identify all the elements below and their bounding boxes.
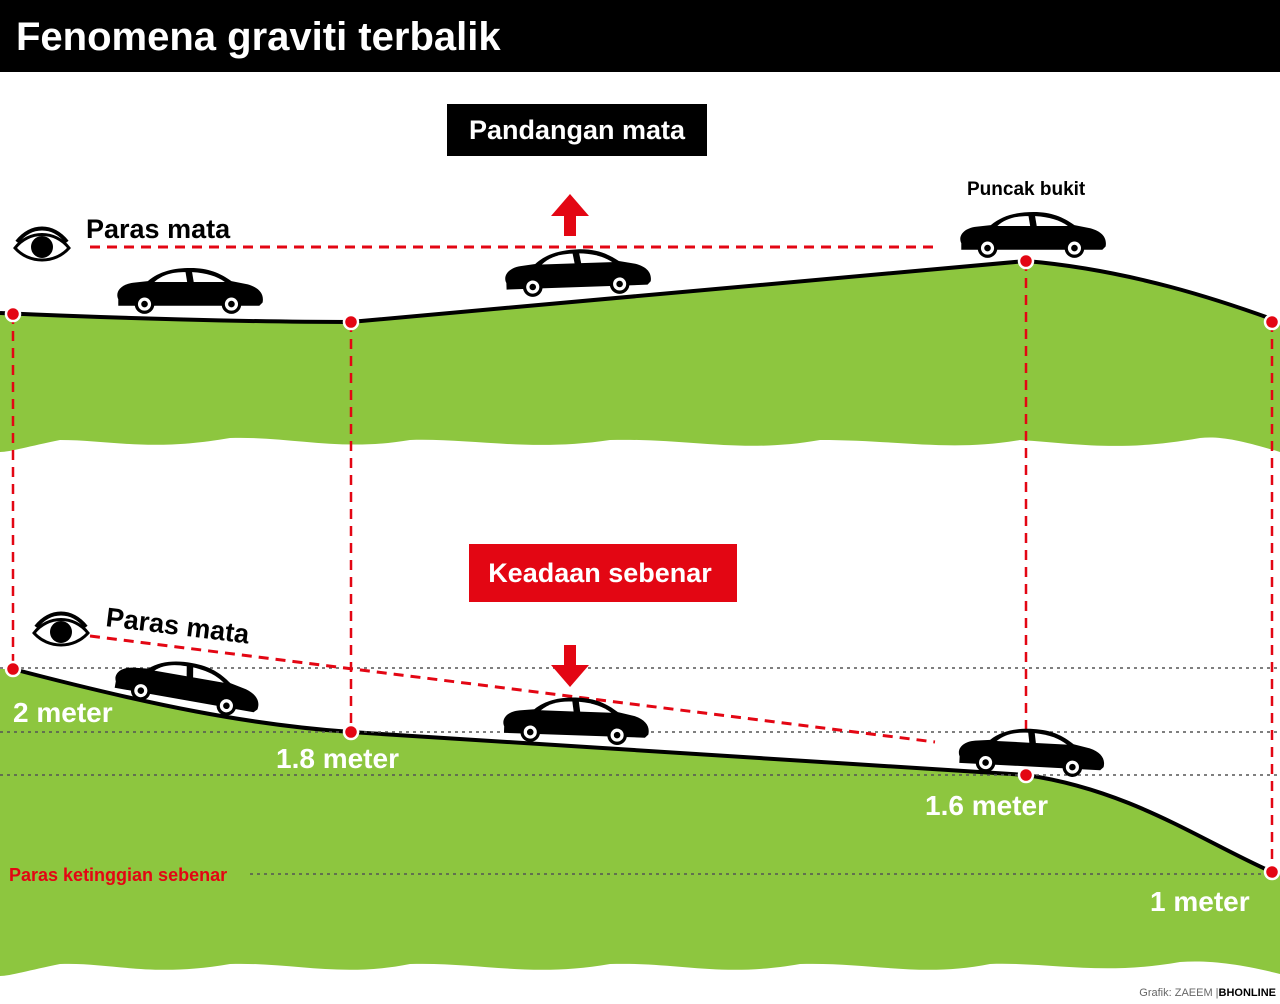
actual-height-label: Paras ketinggian sebenar [9, 865, 227, 885]
bottom-panel-label-box [469, 544, 737, 602]
car-icon [502, 695, 650, 747]
page-title: Fenomena graviti terbalik [16, 15, 501, 59]
eye-icon [32, 611, 90, 647]
height-label: 2 meter [13, 697, 113, 728]
bottom-panel-label: Keadaan sebenar [488, 558, 712, 588]
height-label: 1.6 meter [925, 790, 1048, 821]
credit-prefix: Grafik: ZAEEM | [1139, 987, 1218, 999]
credit-brand: BHONLINE [1219, 987, 1276, 999]
peak-label: Puncak bukit [967, 179, 1086, 200]
marker-dot [1263, 313, 1280, 331]
top-road-line [0, 258, 1280, 325]
marker-dot [342, 723, 360, 741]
marker-dot [1017, 766, 1035, 784]
header-bar [0, 0, 1280, 72]
top-ground [0, 261, 1280, 452]
height-label: 1 meter [1150, 886, 1250, 917]
top-panel-label-box [447, 104, 707, 156]
bottom-ground [0, 669, 1280, 976]
bottom-eye-level-label: Paras mata [104, 602, 252, 649]
top-panel-label: Pandangan mata [469, 115, 686, 145]
top-eye-level-label: Paras mata [86, 214, 231, 244]
car-icon [504, 246, 652, 298]
marker-dot [4, 305, 22, 323]
arrow-up-icon [551, 194, 589, 236]
marker-dot [1263, 863, 1280, 881]
eye-icon [13, 226, 71, 262]
bottom-road-line [12, 667, 1273, 874]
marker-dot [4, 660, 22, 678]
marker-dot [342, 313, 360, 331]
car-icon [117, 268, 263, 314]
bottom-eye-level-line [89, 634, 936, 744]
arrow-down-icon [551, 645, 589, 687]
height-label: 1.8 meter [276, 743, 399, 774]
credit-text: Grafik: ZAEEM |BHONLINE [1139, 987, 1276, 999]
car-icon [960, 212, 1106, 258]
marker-dot [1017, 252, 1035, 270]
